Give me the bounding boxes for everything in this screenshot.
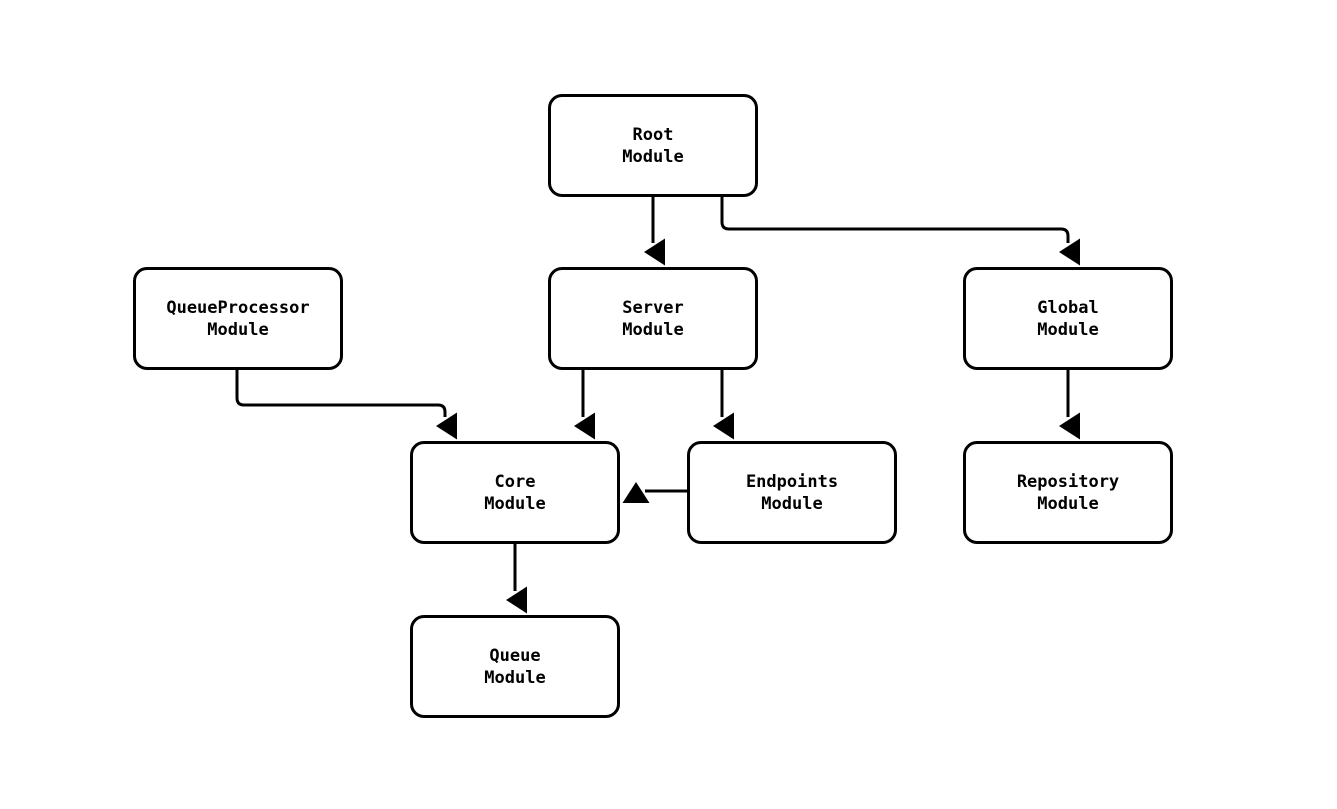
node-queue[interactable]: Queue Module [410, 615, 620, 718]
node-server-title: Server [622, 297, 684, 318]
node-repository[interactable]: Repository Module [963, 441, 1173, 544]
edge-queueprocessor-core [235, 370, 457, 440]
node-endpoints-title: Endpoints [745, 471, 839, 492]
node-server-subtitle: Module [622, 319, 684, 340]
node-global-subtitle: Module [1037, 319, 1099, 340]
node-root[interactable]: Root Module [548, 94, 758, 197]
node-server[interactable]: Server Module [548, 267, 758, 370]
node-queueprocessor-subtitle: Module [207, 319, 269, 340]
node-queue-title: Queue [489, 645, 541, 666]
node-root-title: Root [632, 124, 674, 145]
node-root-subtitle: Module [622, 146, 684, 167]
node-endpoints[interactable]: Endpoints Module [687, 441, 897, 544]
node-core-title: Core [494, 471, 536, 492]
node-repository-title: Repository [1016, 471, 1120, 492]
node-core-subtitle: Module [484, 493, 546, 514]
node-queueprocessor[interactable]: QueueProcessor Module [133, 267, 343, 370]
node-queue-subtitle: Module [484, 667, 546, 688]
node-queueprocessor-title: QueueProcessor [166, 297, 310, 318]
edge-root-global [720, 197, 1080, 266]
node-endpoints-subtitle: Module [761, 493, 823, 514]
node-repository-subtitle: Module [1037, 493, 1099, 514]
node-global[interactable]: Global Module [963, 267, 1173, 370]
node-global-title: Global [1037, 297, 1099, 318]
node-core[interactable]: Core Module [410, 441, 620, 544]
